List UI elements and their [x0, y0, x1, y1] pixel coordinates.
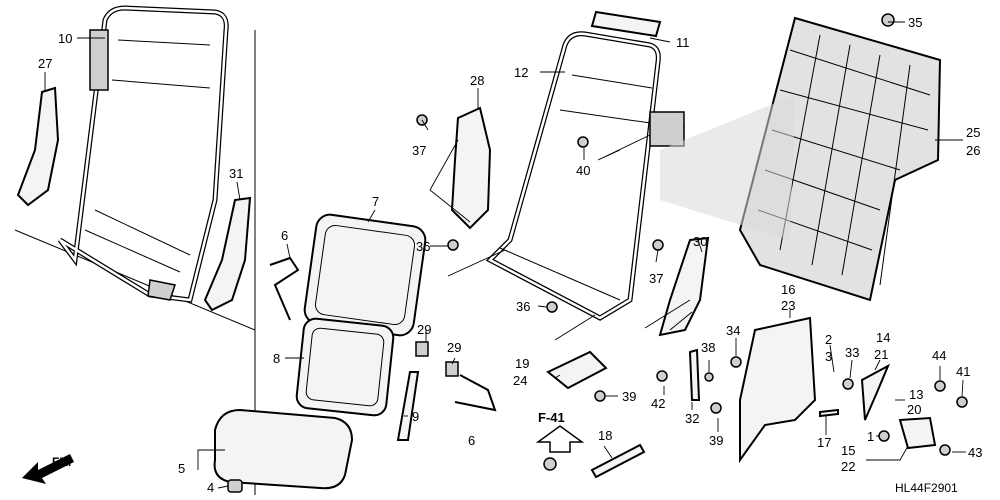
callout-43: 43: [968, 445, 982, 460]
callout-8: 8: [273, 351, 280, 366]
callout-25: 25: [966, 125, 980, 140]
callout-29a: 29: [417, 322, 431, 337]
lever-14-21: [860, 363, 891, 421]
callout-16: 16: [781, 282, 795, 297]
leader-lines: [44, 21, 966, 489]
callout-14: 14: [876, 330, 890, 345]
callout-5: 5: [178, 461, 185, 476]
callout-36a: 36: [416, 239, 430, 254]
front-label: FR.: [52, 455, 71, 469]
pin-17: [819, 408, 839, 418]
cushion-pad-8: [295, 317, 395, 417]
callout-22: 22: [841, 459, 855, 474]
callout-30: 30: [693, 234, 707, 249]
clip-29-a: [415, 341, 429, 357]
callout-23: 23: [781, 298, 795, 313]
strap-9: [396, 371, 420, 441]
clip-29-b: [445, 361, 459, 377]
callout-39b: 39: [709, 433, 723, 448]
gas-strut-18: [590, 443, 646, 479]
callout-44: 44: [932, 348, 946, 363]
clip-4: [227, 479, 243, 493]
callout-39a: 39: [622, 389, 636, 404]
callout-3: 3: [825, 349, 832, 364]
callout-36b: 36: [516, 299, 530, 314]
diagram-code: HL44F2901: [895, 481, 958, 495]
callout-41: 41: [956, 364, 970, 379]
callout-31: 31: [229, 166, 243, 181]
callout-27: 27: [38, 56, 52, 71]
callout-34: 34: [726, 323, 740, 338]
callout-20: 20: [907, 402, 921, 417]
callout-17: 17: [817, 435, 831, 450]
reference-label: F-41: [538, 410, 565, 425]
callout-15: 15: [841, 443, 855, 458]
reference-box: [535, 425, 585, 453]
callout-10: 10: [58, 31, 72, 46]
cushion-5: [213, 408, 354, 490]
callout-21: 21: [874, 347, 888, 362]
panel-shadow: [660, 95, 795, 240]
callout-38: 38: [701, 340, 715, 355]
callout-28: 28: [470, 73, 484, 88]
callout-26: 26: [966, 143, 980, 158]
cover-16-23: [739, 316, 817, 464]
callout-32: 32: [685, 411, 699, 426]
hinge-15-22: [898, 416, 937, 450]
callout-18: 18: [598, 428, 612, 443]
callout-42: 42: [651, 396, 665, 411]
callout-37a: 37: [412, 143, 426, 158]
callout-11: 11: [676, 35, 690, 50]
callout-33: 33: [845, 345, 859, 360]
bracket-19-24: [546, 350, 608, 390]
lever-32: [688, 348, 701, 401]
wire-6-upper: [269, 256, 300, 321]
seat-back-frame-center: [485, 31, 686, 321]
callout-1: 1: [867, 429, 874, 444]
callout-7: 7: [372, 194, 379, 209]
callout-4: 4: [207, 480, 214, 495]
callout-24: 24: [513, 373, 527, 388]
callout-19: 19: [515, 356, 529, 371]
callout-6a: 6: [281, 228, 288, 243]
callout-6b: 6: [468, 433, 475, 448]
bar-11: [590, 10, 662, 38]
callout-35: 35: [908, 15, 922, 30]
callout-2: 2: [825, 332, 832, 347]
seat-back-frame-left: [58, 5, 229, 303]
callout-9: 9: [412, 409, 419, 424]
side-bracket-31: [203, 196, 252, 312]
bracket-28: [450, 106, 492, 230]
callout-37b: 37: [649, 271, 663, 286]
bracket-30: [658, 236, 710, 337]
front-arrow: [22, 454, 74, 484]
callout-40: 40: [576, 163, 590, 178]
fasteners: [416, 13, 968, 471]
wire-6-lower: [454, 374, 497, 412]
side-bracket-27: [16, 86, 60, 207]
callout-12: 12: [514, 65, 528, 80]
callout-29b: 29: [447, 340, 461, 355]
callout-13: 13: [909, 387, 923, 402]
